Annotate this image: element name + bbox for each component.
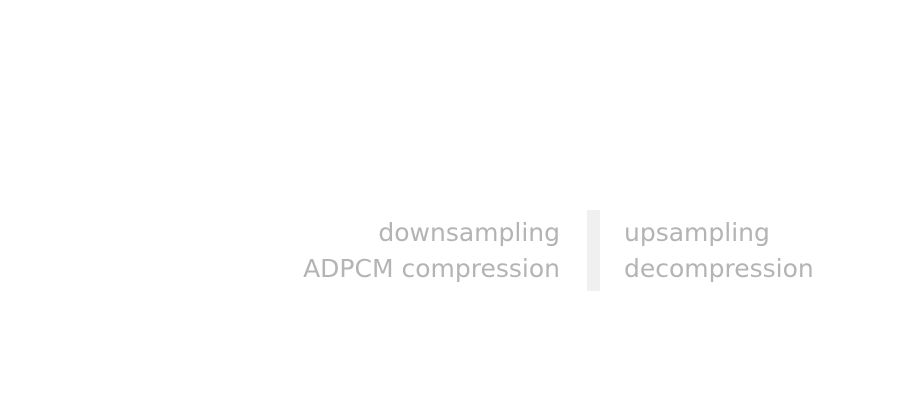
- left-label-adpcm-compression: ADPCM compression: [303, 254, 560, 283]
- right-label-upsampling: upsampling: [624, 218, 770, 247]
- right-label-decompression: decompression: [624, 254, 814, 283]
- center-divider: [587, 210, 600, 291]
- left-label-downsampling: downsampling: [378, 218, 560, 247]
